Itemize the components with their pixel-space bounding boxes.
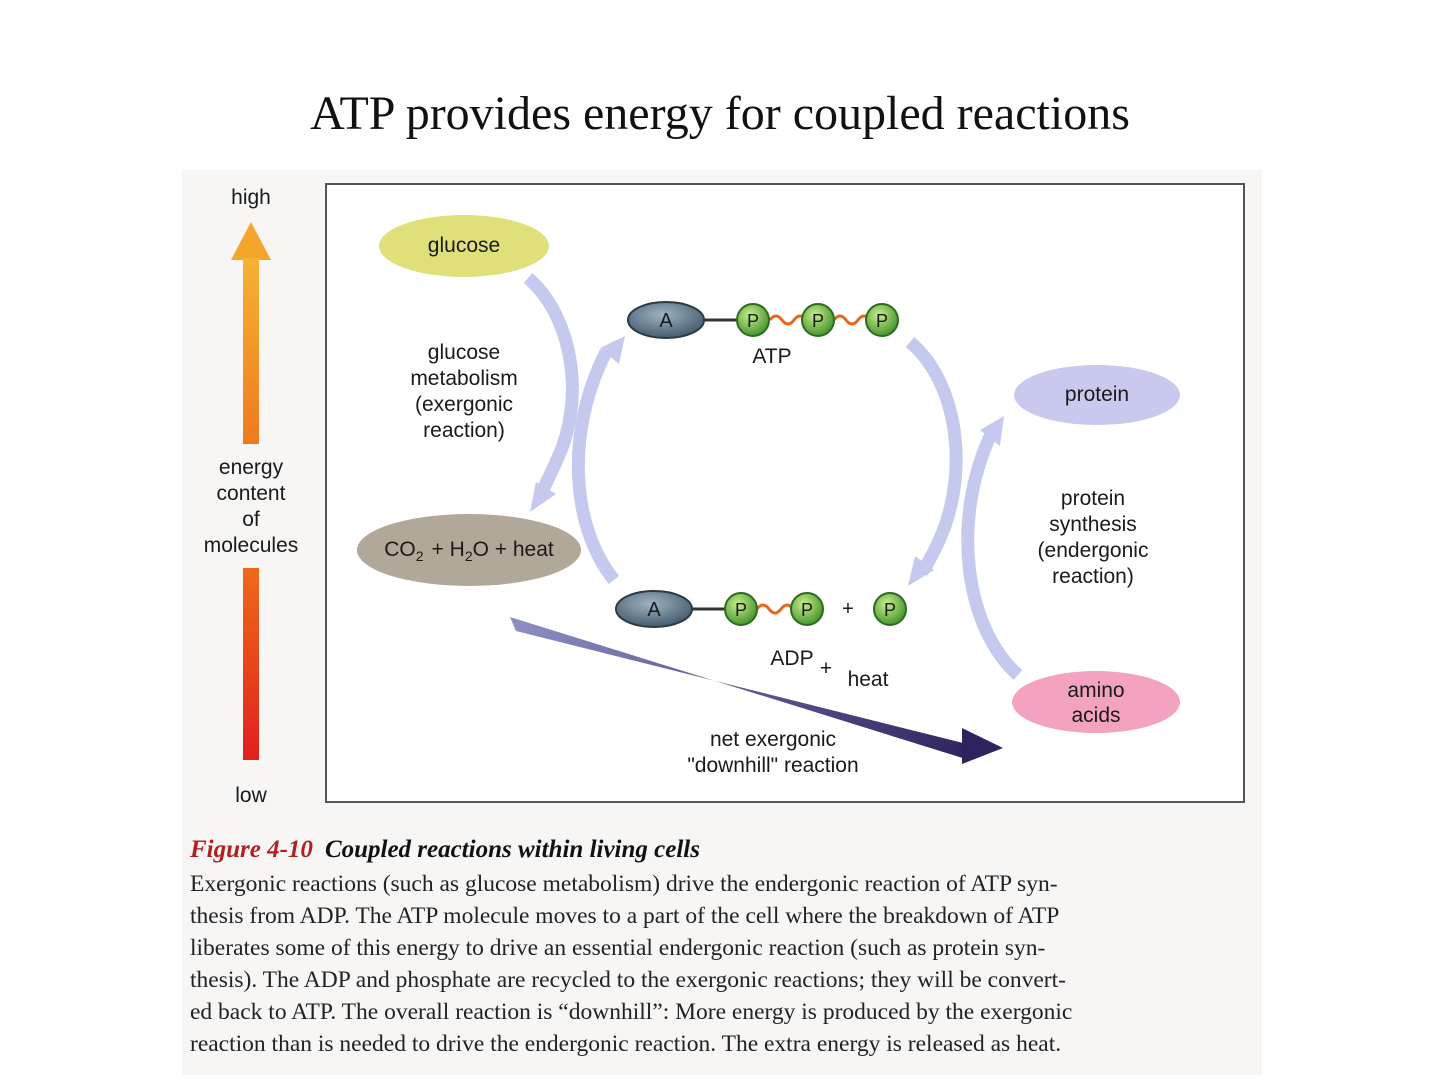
svg-text:P: P [801, 600, 813, 620]
svg-text:P: P [747, 311, 759, 331]
arrowhead-products-icon [530, 482, 556, 512]
net-downhill-arrow [510, 617, 1003, 764]
glucose-node: glucose [379, 215, 549, 277]
figure-caption-title: Figure 4-10 Coupled reactions within livi… [190, 836, 700, 864]
adp-label: ADP [770, 647, 813, 670]
atp-label: ATP [752, 345, 791, 368]
arrowhead-protein-icon [980, 416, 1004, 446]
svg-text:"downhill" reaction: "downhill" reaction [687, 754, 858, 777]
products-node: CO2+ H2O + heat [357, 514, 581, 586]
adp-heat-label: heat [848, 668, 889, 691]
protein-label: protein [1065, 383, 1129, 406]
svg-text:P: P [876, 311, 888, 331]
net-reaction-label: net exergonic "downhill" reaction [687, 728, 858, 777]
svg-text:metabolism: metabolism [410, 367, 517, 390]
svg-text:(exergonic: (exergonic [415, 393, 513, 416]
axis-label-line-2: content [217, 482, 286, 505]
svg-text:reaction): reaction) [423, 419, 505, 442]
slide-title: ATP provides energy for coupled reaction… [310, 87, 1130, 140]
svg-text:synthesis: synthesis [1049, 513, 1137, 536]
glucose-label: glucose [428, 234, 500, 257]
glucose-metabolism-label: glucose metabolism (exergonic reaction) [410, 341, 517, 442]
svg-text:P: P [735, 600, 747, 620]
adenosine-icon [627, 301, 705, 339]
phosphate-icon [736, 303, 770, 337]
net-arrow-head-icon [962, 728, 1003, 764]
axis-label-line-4: molecules [204, 534, 299, 557]
adp-plus: + [842, 598, 854, 620]
energy-bar-lower [243, 568, 259, 760]
glucose-to-products-arrow [523, 273, 579, 499]
svg-text:protein: protein [1061, 487, 1125, 510]
free-phosphate-icon [873, 592, 907, 626]
adenosine-icon [615, 590, 693, 628]
atp-to-adp-arrow [905, 337, 963, 576]
phosphate-icon [724, 592, 758, 626]
adp-adenosine-label: A [647, 599, 661, 621]
svg-text:net exergonic: net exergonic [710, 728, 836, 751]
cycle-arrowheads [530, 336, 1004, 586]
phosphate-icon [790, 592, 824, 626]
arrowhead-adp-icon [908, 556, 934, 586]
caption-line: thesis from ADP. The ATP molecule moves … [190, 903, 1060, 929]
arrow-up-head-icon [231, 222, 271, 260]
caption-line: thesis). The ADP and phosphate are recyc… [190, 967, 1066, 993]
figure-number: Figure 4-10 [190, 836, 313, 863]
amino-acids-label-2: acids [1071, 704, 1120, 727]
svg-text:glucose: glucose [428, 341, 500, 364]
protein-synthesis-label: protein synthesis (endergonic reaction) [1038, 487, 1149, 588]
svg-text:reaction): reaction) [1052, 565, 1134, 588]
atp-molecule: A P P P ATP [627, 301, 899, 368]
figure-caption-body: Exergonic reactions (such as glucose met… [190, 868, 1245, 1060]
protein-node: protein [1014, 365, 1180, 425]
energy-bar-upper [243, 258, 259, 444]
phosphate-icon [801, 303, 835, 337]
amino-to-protein-arrow [961, 429, 1023, 680]
net-arrow-shaft [510, 617, 975, 760]
caption-line: reaction than is needed to drive the end… [190, 1031, 1062, 1057]
amino-acids-node: amino acids [1012, 671, 1180, 733]
caption-line: ed back to ATP. The overall reaction is … [190, 999, 1073, 1025]
axis-label-line-3: of [242, 508, 260, 531]
arrowhead-atp-icon [600, 336, 625, 364]
products-label: CO2+ H2O + heat [384, 538, 554, 564]
caption-line: liberates some of this energy to drive a… [190, 935, 1046, 961]
amino-acids-label-1: amino [1067, 679, 1124, 702]
adp-plus-heat: + [820, 657, 832, 680]
adp-to-atp-arrow [571, 349, 620, 585]
phosphate-icon [865, 303, 899, 337]
figure-title: Coupled reactions within living cells [324, 836, 700, 863]
svg-text:P: P [812, 311, 824, 331]
svg-text:(endergonic: (endergonic [1038, 539, 1149, 562]
cycle-arrows [523, 273, 1023, 680]
adp-molecule: A P P + P ADP + heat [615, 590, 907, 691]
axis-label-line-1: energy [219, 456, 284, 479]
axis-low-label: low [235, 784, 267, 807]
axis-high-label: high [231, 186, 271, 209]
caption-line: Exergonic reactions (such as glucose met… [190, 871, 1058, 897]
energy-axis: high energy content of molecules low [204, 186, 299, 807]
atp-adenosine-label: A [659, 310, 673, 332]
svg-text:P: P [884, 600, 896, 620]
